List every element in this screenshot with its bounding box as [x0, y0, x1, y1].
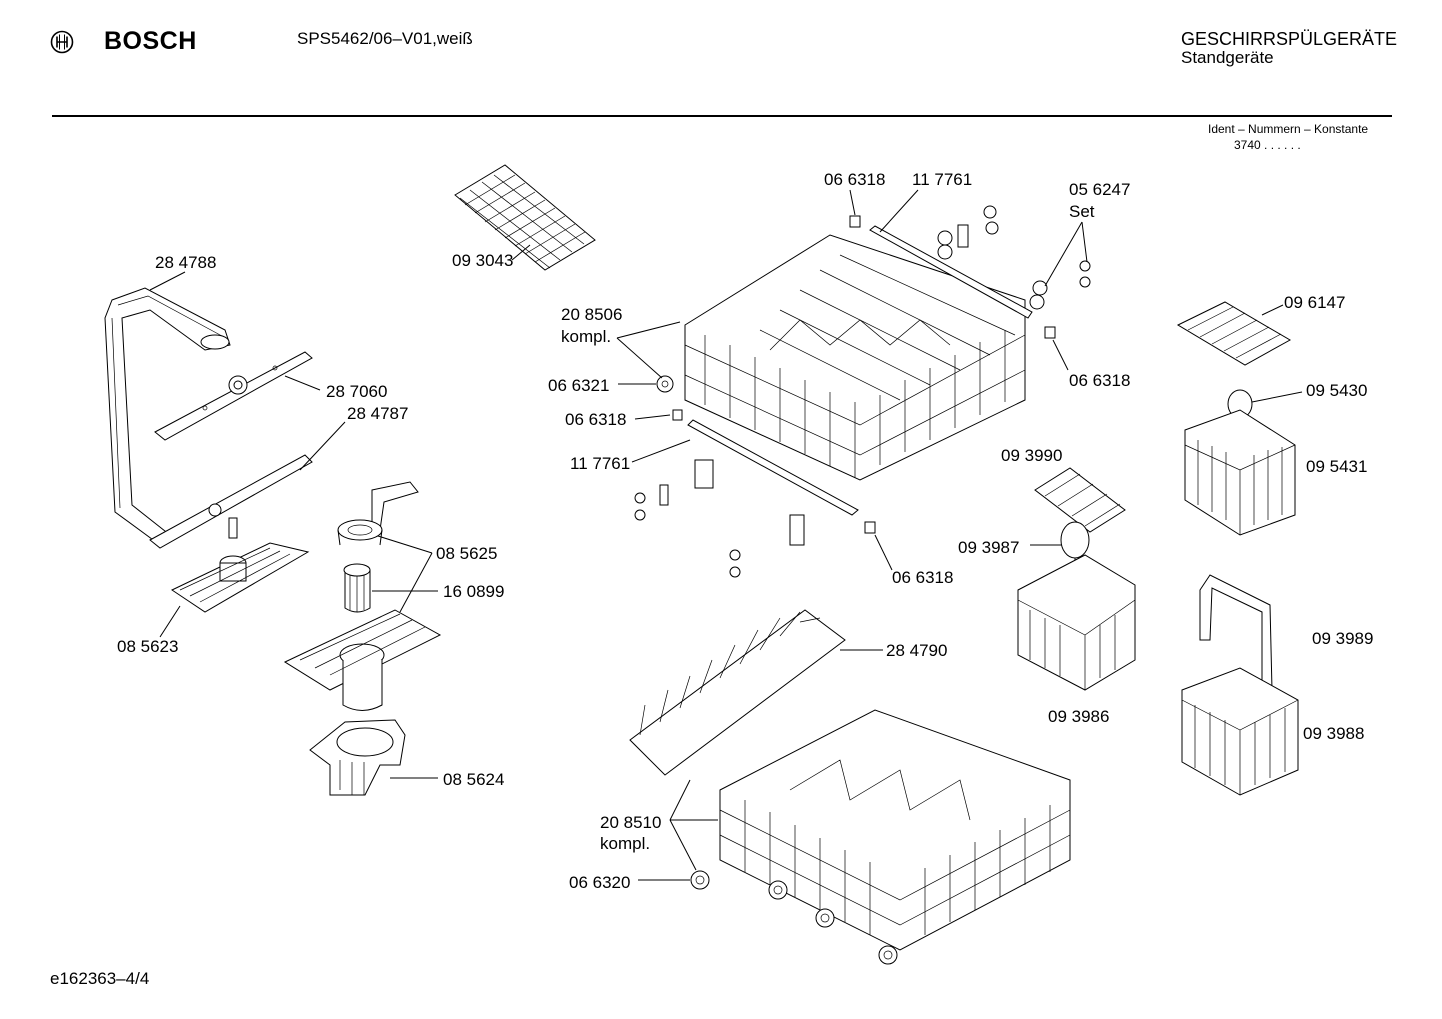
appliance-category: GESCHIRRSPÜLGERÄTE [1181, 29, 1398, 49]
part-label-066318-left: 06 6318 [565, 410, 627, 429]
rail-end-stop-icon [672, 215, 1056, 534]
part-label-093986: 09 3986 [1048, 707, 1110, 726]
part-label-093988: 09 3988 [1303, 724, 1365, 743]
part-label-093989: 09 3989 [1312, 629, 1374, 648]
grid-insert-icon [1176, 301, 1292, 366]
bosch-logo-icon [50, 30, 74, 54]
part-label-093987: 09 3987 [958, 538, 1020, 557]
part-label-117761-lower: 11 7761 [570, 454, 631, 473]
upper-basket-icon [684, 234, 1026, 481]
part-label-085623: 08 5623 [117, 637, 179, 656]
lower-spray-arm-icon [149, 454, 313, 549]
part-label-093990: 09 3990 [1001, 446, 1063, 465]
part-label-066321: 06 6321 [548, 376, 610, 395]
drawing-id: e162363–4/4 [50, 969, 150, 988]
part-label-066318-bottom: 06 6318 [892, 568, 954, 587]
ident-value: 3740 . . . . . . [1234, 138, 1301, 152]
part-label-066318-right: 06 6318 [1069, 371, 1131, 390]
spray-arm-feed-pipe-icon [104, 287, 231, 546]
part-label-set: Set [1069, 202, 1095, 221]
part-label-284787: 28 4787 [347, 404, 409, 423]
part-label-284790: 28 4790 [886, 641, 948, 660]
cutlery-basket-square-icon [1181, 667, 1299, 796]
cutlery-basket-icon [1017, 521, 1136, 691]
part-label-093043: 09 3043 [452, 251, 514, 270]
part-label-117761-top: 11 7761 [912, 170, 973, 189]
part-label-056247: 05 6247 [1069, 180, 1131, 199]
cup-rack-icon [454, 164, 596, 271]
part-label-066320: 06 6320 [569, 873, 631, 892]
part-label-096147: 09 6147 [1284, 293, 1346, 312]
filter-housing-icon [309, 719, 406, 796]
brand-name: BOSCH [104, 27, 197, 55]
wheel-holder-set-icon [634, 205, 1091, 578]
part-label-284788: 28 4788 [155, 253, 217, 272]
part-label-085625: 08 5625 [436, 544, 498, 563]
part-label-160899: 16 0899 [443, 582, 505, 601]
model-number: SPS5462/06–V01,weiß [297, 29, 473, 48]
fold-down-plate-rack-icon [629, 609, 846, 776]
part-label-085624: 08 5624 [443, 770, 505, 789]
part-label-095430: 09 5430 [1306, 381, 1368, 400]
lower-basket-wheel-icon [690, 870, 898, 965]
part-label-066318-top: 06 6318 [824, 170, 886, 189]
upper-spray-arm-icon [154, 351, 313, 441]
part-label-287060: 28 7060 [326, 382, 388, 401]
part-label-095431: 09 5431 [1306, 457, 1368, 476]
part-label-208510: 20 8510 [600, 813, 662, 832]
spray-arm-nut-icon [337, 481, 419, 546]
cylinder-filter-icon [343, 563, 371, 613]
basket-wheel-icon [656, 375, 674, 393]
filter-plate-icon [170, 542, 310, 613]
basket-rail-top-icon [687, 225, 1033, 516]
microfilter-sieve-icon [283, 609, 442, 711]
lower-basket-icon [719, 709, 1071, 951]
part-label-kompl-lower: kompl. [600, 834, 651, 853]
appliance-subcategory: Standgeräte [1181, 48, 1274, 67]
leader-lines [149, 189, 1303, 881]
part-label-208506: 20 8506 [561, 305, 623, 324]
ident-label: Ident – Nummern – Konstante [1208, 122, 1369, 136]
header-divider [52, 115, 1392, 117]
basket-handle-icon [1199, 574, 1273, 691]
cutlery-insert-icon [1034, 467, 1126, 533]
cutlery-basket-small-icon [1184, 389, 1296, 536]
part-label-kompl-upper: kompl. [561, 327, 612, 346]
